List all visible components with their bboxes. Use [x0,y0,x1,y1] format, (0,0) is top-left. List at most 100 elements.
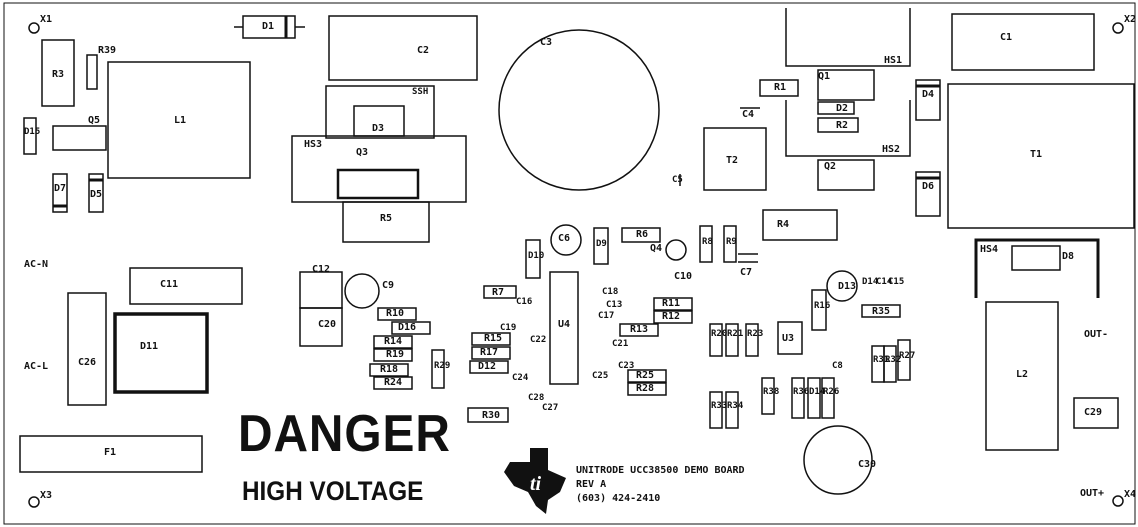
R34-outline [725,391,739,429]
ref-Q2: Q2 [824,161,837,172]
ref-Q5: Q5 [88,115,101,126]
ref-C3: C3 [540,37,553,48]
high-voltage-subtitle: HIGH VOLTAGE [242,476,424,506]
ref-R27: R27 [899,351,916,361]
R33-outline [709,391,723,429]
ref-C19: C19 [500,323,517,333]
C26-outline [67,292,107,406]
ref-C23: C23 [618,361,635,371]
SSH-outline [325,85,435,139]
ref-R10: R10 [386,308,405,319]
ref-U3: U3 [782,333,795,344]
R30-outline [467,407,509,423]
L1-outline [107,61,251,179]
L2-outline [985,301,1059,451]
ref-R12: R12 [662,311,681,322]
ref-R28: R28 [636,383,655,394]
ref-R17: R17 [480,347,499,358]
R3-outline [41,39,75,107]
C20-outline [299,307,343,347]
D9-outline [593,227,609,265]
ref-C10: C10 [674,271,693,282]
R19-outline [373,348,413,362]
ref-C30: C30 [858,459,877,470]
mount-hole-x1 [28,22,40,34]
ref-C5: C5 [672,175,683,185]
ref-D7: D7 [54,183,67,194]
ref-R16: R16 [814,301,831,311]
R12-outline [653,310,693,324]
mount-hole-x4 [1112,495,1124,507]
C12-outline [299,271,343,309]
C29-outline [1073,397,1119,429]
ref-T1: T1 [1030,149,1043,160]
Q2-outline [817,159,875,191]
ref-R21: R21 [727,329,744,339]
ref-R33: R33 [711,401,728,411]
ref-R35: R35 [872,306,891,317]
ref-R32: R32 [885,355,902,365]
R26-outline [821,377,835,419]
connector-ac-l: AC-L [24,361,49,372]
R38-outline [761,377,775,415]
R8-outline [699,225,713,263]
C9-outline [344,273,380,309]
ref-C15: C15 [888,277,905,287]
svg-text:ti: ti [530,473,542,495]
ref-R8: R8 [702,237,713,247]
R21-outline [725,323,739,357]
ref-R4: R4 [777,219,790,230]
ref-C18: C18 [602,287,619,297]
board-outline [3,2,1136,525]
corner-label-x1: X1 [40,14,53,25]
T2-outline [703,127,767,191]
F1-outline [19,435,203,473]
R4-outline [762,209,838,241]
R35-outline [861,304,901,318]
ref-D12: D12 [478,361,497,372]
ref-U4: U4 [558,319,571,330]
ref-HS4: HS4 [980,244,999,255]
D5-outline [88,173,104,213]
R1-outline [759,79,799,97]
ref-R26: R26 [823,387,840,397]
R20-outline [709,323,723,357]
Q5-outline [52,125,107,151]
ref-R11: R11 [662,298,681,309]
board-info-line1: UNITRODE UCC38500 DEMO BOARD [576,465,745,476]
ref-R3: R3 [52,69,65,80]
R9-outline [723,225,737,263]
R6-outline [621,227,661,243]
D10-outline [525,239,541,279]
ref-R23: R23 [747,329,764,339]
ref-R9: R9 [726,237,737,247]
ref-R18: R18 [380,364,399,375]
ref-C11: C11 [160,279,179,290]
ref-D10: D10 [528,251,545,261]
ref-D15: D15 [24,127,41,137]
ref-T2: T2 [726,155,739,166]
ref-D16: D16 [398,322,417,333]
ref-C2: C2 [417,45,430,56]
ref-D6: D6 [922,181,935,192]
D2-outline [817,101,855,115]
ref-D3: D3 [372,123,385,134]
D4-outline [915,79,941,121]
ref-L2: L2 [1016,369,1029,380]
R29-outline [431,349,445,389]
ref-C12: C12 [312,264,331,275]
R24-outline [373,376,413,390]
HS1-outline [785,8,911,67]
D11-outline [113,312,209,394]
ref-C7: C7 [740,267,753,278]
ref-R1: R1 [774,82,787,93]
ref-R36: R36 [793,387,810,397]
Q4-outline [665,239,687,261]
ref-C14: C14 [876,277,893,287]
ref-R13: R13 [630,324,649,335]
D14-outline [807,377,821,419]
ref-R30: R30 [482,410,501,421]
ref-D14b: D14 [809,387,826,397]
R16-outline [811,289,827,331]
